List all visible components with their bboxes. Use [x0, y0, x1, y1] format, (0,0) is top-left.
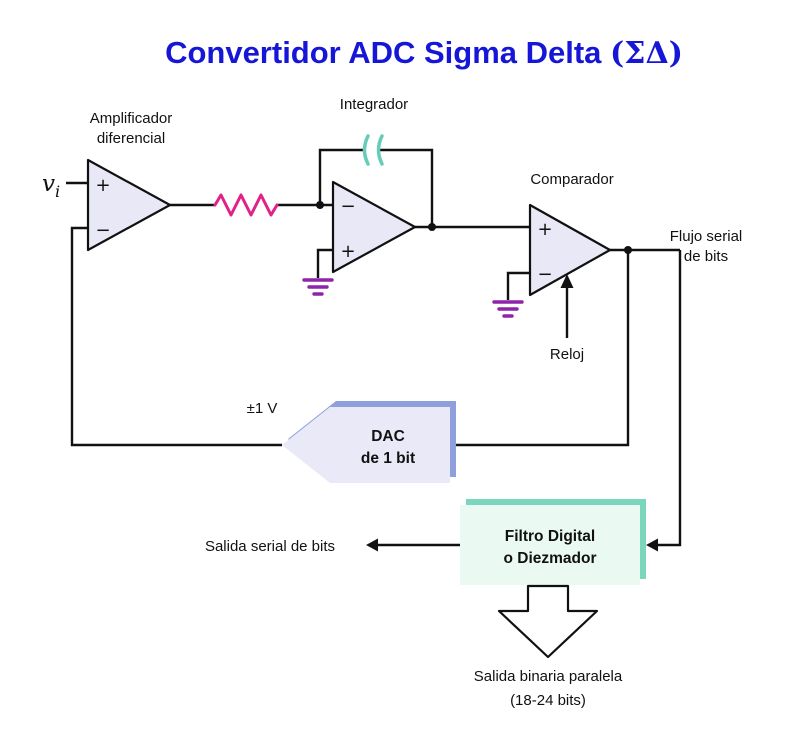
input-signal-label: vi	[42, 171, 60, 201]
wire-comparator-ground	[506, 271, 530, 300]
integrator-label: Integrador	[340, 96, 408, 113]
comparator-label: Comparador	[530, 171, 613, 188]
page-title-text: Convertidor ADC Sigma Delta	[165, 35, 610, 70]
filter-block	[460, 505, 640, 585]
parallel-output-label-line1: Salida binaria paralela	[474, 668, 623, 685]
opamp-differential-amplifier	[86, 158, 172, 252]
wire-dac-feedback-to-amplifier	[70, 226, 282, 447]
dac-block	[282, 407, 450, 483]
capacitor-plate-right	[376, 134, 384, 166]
opamp-integrator	[331, 180, 417, 274]
clock-label: Reloj	[550, 346, 584, 363]
capacitor-plate-left	[362, 134, 370, 166]
wire-capacitor-left-branch	[318, 148, 364, 205]
arrowhead-clock	[560, 274, 574, 288]
wire-output-to-filter	[656, 250, 682, 547]
arrowhead-serial-output	[366, 538, 378, 552]
integrator-minus-sign: −	[340, 196, 355, 217]
comparator-plus-sign: +	[537, 219, 552, 240]
dac-label-line2: de 1 bit	[361, 450, 415, 467]
page-title-math: (ΣΔ)	[610, 36, 683, 71]
parallel-output-label-line2: (18-24 bits)	[510, 692, 586, 709]
ground-icon-integrator	[302, 278, 334, 296]
amplifier-plus-sign: +	[95, 175, 110, 196]
bitstream-label-line1: Flujo serial	[670, 228, 743, 245]
dac-label-line1: DAC	[371, 428, 405, 445]
junction-dot-comparator-output	[624, 246, 632, 254]
comparator-minus-sign: −	[537, 264, 552, 285]
ground-icon-comparator	[492, 300, 524, 318]
arrowhead-into-filter	[646, 538, 658, 552]
filter-label-line1: Filtro Digital	[505, 528, 595, 545]
resistor	[213, 193, 279, 217]
dac-voltage-label: ±1 V	[247, 400, 278, 417]
input-signal-subscript: i	[55, 182, 60, 201]
wire-output-to-dac	[452, 250, 630, 447]
junction-dot-integrator-input	[316, 201, 324, 209]
wire-integrator-ground	[316, 248, 333, 278]
junction-dot-integrator-output	[428, 223, 436, 231]
amplifier-label-line1: Amplificador	[90, 110, 173, 127]
input-signal-base: v	[42, 171, 55, 197]
integrator-plus-sign: +	[340, 241, 355, 262]
serial-output-label: Salida serial de bits	[205, 538, 335, 555]
filter-label-line2: o Diezmador	[503, 550, 596, 567]
amplifier-label-line2: diferencial	[97, 130, 165, 147]
wire-capacitor-right-branch	[378, 148, 434, 227]
opamp-comparator	[528, 203, 612, 297]
bitstream-label-line2: de bits	[684, 248, 728, 265]
parallel-output-arrow	[497, 584, 599, 659]
page-title: Convertidor ADC Sigma Delta (ΣΔ)	[165, 35, 683, 71]
amplifier-minus-sign: −	[95, 220, 110, 241]
